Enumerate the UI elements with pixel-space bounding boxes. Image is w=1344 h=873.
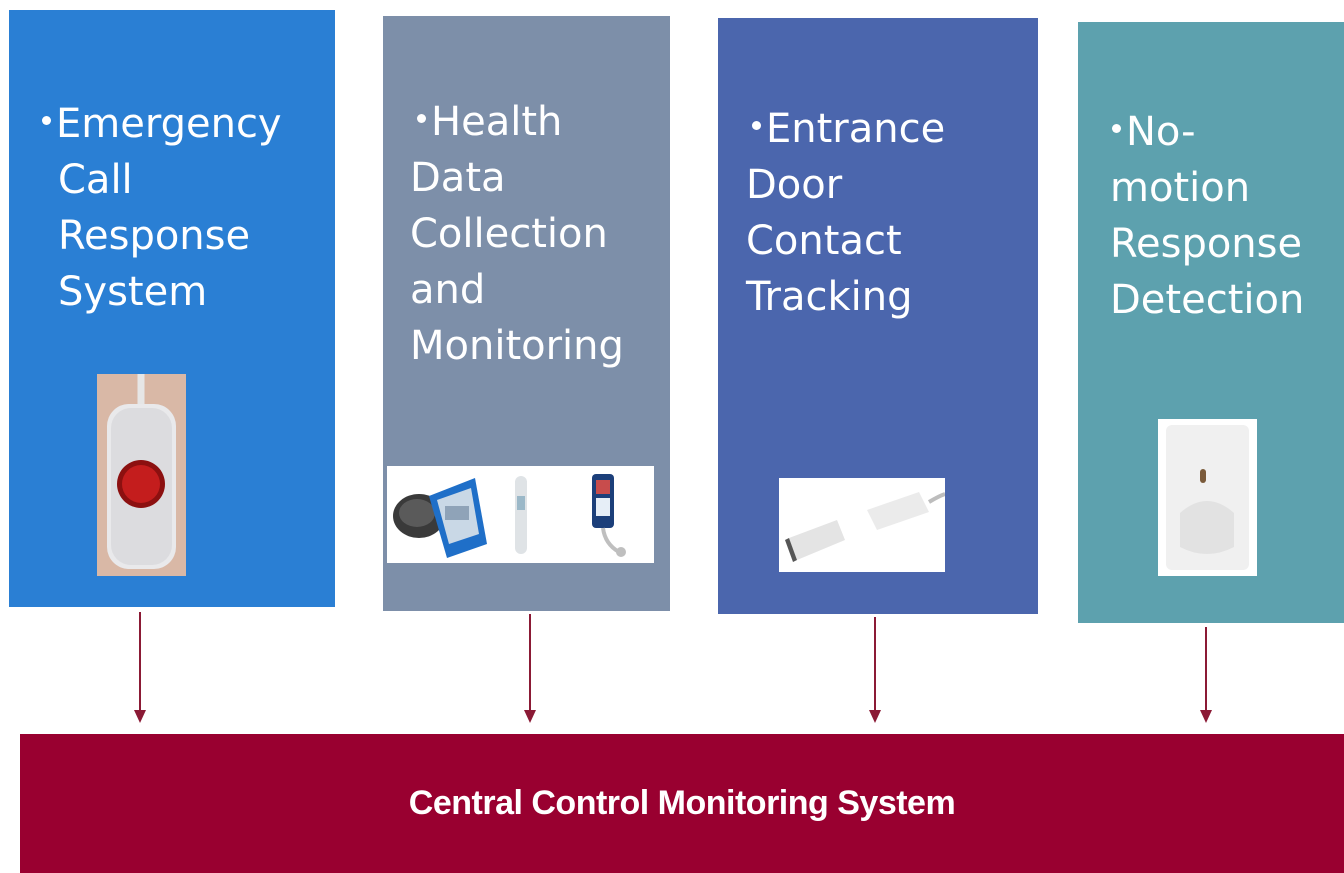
central-control-bar: Central Control Monitoring System	[20, 734, 1344, 873]
bullet-icon	[417, 113, 426, 123]
door-contact-sensor-icon	[779, 478, 946, 572]
motion-sensor-icon	[1158, 419, 1257, 576]
bullet-icon	[752, 120, 761, 130]
emergency-call-button-icon	[97, 374, 186, 576]
bullet-icon	[1112, 123, 1121, 133]
bullet-icon	[42, 115, 51, 125]
arrow-motion-to-central	[1200, 627, 1212, 723]
health-monitor-devices-icon	[387, 466, 654, 563]
arrow-health-to-central	[524, 614, 536, 723]
central-control-label: Central Control Monitoring System	[408, 784, 956, 822]
arrow-door-to-central	[869, 617, 881, 723]
panel-no-motion: No-motion Response Detection	[1078, 22, 1344, 623]
panel-no-motion-title: No-motion Response Detection	[1110, 109, 1305, 323]
arrow-emergency-to-central	[134, 612, 146, 723]
